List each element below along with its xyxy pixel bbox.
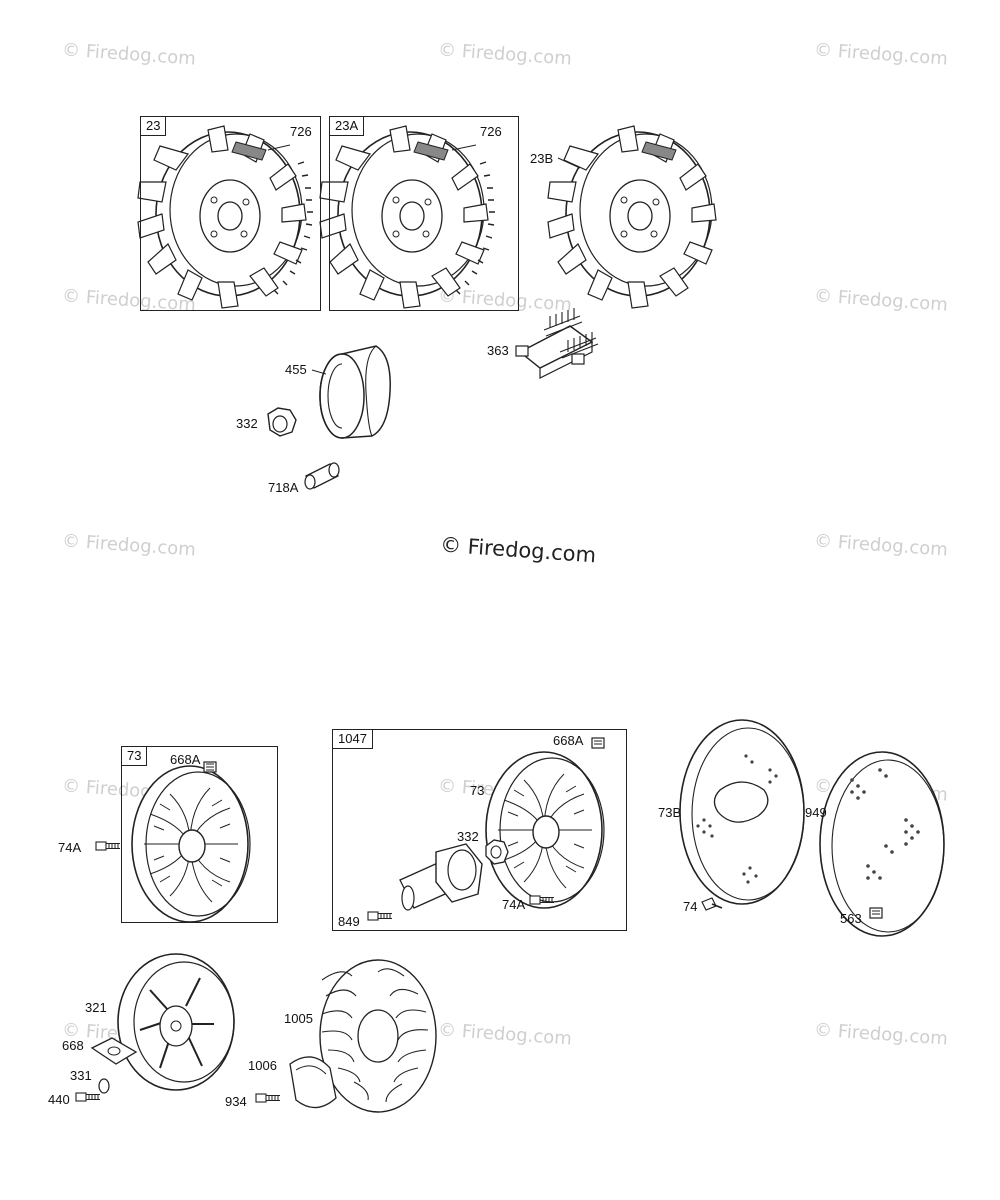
group-box-1047: 1047 bbox=[332, 729, 627, 931]
part-label: 331 bbox=[70, 1068, 92, 1083]
part-label: 1006 bbox=[248, 1058, 277, 1073]
bolt-icon bbox=[701, 897, 723, 911]
flywheel-icon bbox=[547, 125, 717, 309]
leader-line bbox=[311, 369, 327, 375]
group-box-73: 73 bbox=[121, 746, 278, 923]
leader-line bbox=[451, 144, 477, 151]
bracket-icon bbox=[515, 308, 599, 379]
bolt-icon bbox=[869, 907, 883, 919]
part-label: 74A bbox=[58, 840, 82, 855]
part-label: 668 bbox=[62, 1038, 84, 1053]
group-box-23A: 23A bbox=[329, 116, 519, 311]
leader-line bbox=[267, 144, 291, 151]
fan-screen-icon bbox=[117, 953, 235, 1091]
part-label: 849 bbox=[338, 914, 360, 929]
part-label: 363 bbox=[487, 343, 509, 358]
part-label: 74 bbox=[683, 899, 698, 914]
part-label: 668A bbox=[553, 733, 584, 748]
bolt-icon bbox=[75, 1092, 101, 1102]
nut-icon bbox=[267, 407, 297, 437]
washer-icon bbox=[98, 1078, 110, 1094]
part-label: 23B bbox=[530, 151, 554, 166]
part-label: 73B bbox=[658, 805, 682, 820]
key-icon bbox=[304, 462, 340, 490]
group-tag: 73 bbox=[121, 746, 148, 766]
bolt-icon bbox=[255, 1093, 281, 1103]
sleeve-icon bbox=[319, 345, 391, 439]
part-label: 74A bbox=[502, 897, 526, 912]
group-box-23: 23 bbox=[140, 116, 321, 311]
rotating-screen-icon bbox=[819, 751, 945, 937]
part-label: 726 bbox=[290, 124, 312, 139]
part-label: 949 bbox=[805, 805, 827, 820]
part-label: 668A bbox=[170, 752, 201, 767]
rotating-screen-icon bbox=[679, 719, 805, 905]
leader-line bbox=[557, 157, 581, 169]
part-label: 73 bbox=[470, 783, 485, 798]
part-label: 332 bbox=[457, 829, 479, 844]
group-tag: 23 bbox=[140, 116, 167, 136]
part-label: 563 bbox=[840, 911, 862, 926]
nut-icon bbox=[485, 839, 509, 865]
rotating-shaft-icon bbox=[399, 843, 483, 911]
retainer-icon bbox=[289, 1056, 337, 1109]
part-label: 718A bbox=[268, 480, 299, 495]
part-label: 934 bbox=[225, 1094, 247, 1109]
group-tag: 1047 bbox=[332, 729, 373, 749]
group-tag: 23A bbox=[329, 116, 365, 136]
fan-icon bbox=[319, 959, 437, 1113]
part-label: 1005 bbox=[284, 1011, 313, 1026]
part-label: 440 bbox=[48, 1092, 70, 1107]
part-label: 455 bbox=[285, 362, 307, 377]
bolt-icon bbox=[95, 841, 121, 851]
bolt-icon bbox=[203, 761, 217, 773]
part-label: 726 bbox=[480, 124, 502, 139]
retainer-icon bbox=[90, 1037, 138, 1065]
part-label: 321 bbox=[85, 1000, 107, 1015]
part-label: 332 bbox=[236, 416, 258, 431]
bolt-icon bbox=[591, 737, 605, 749]
